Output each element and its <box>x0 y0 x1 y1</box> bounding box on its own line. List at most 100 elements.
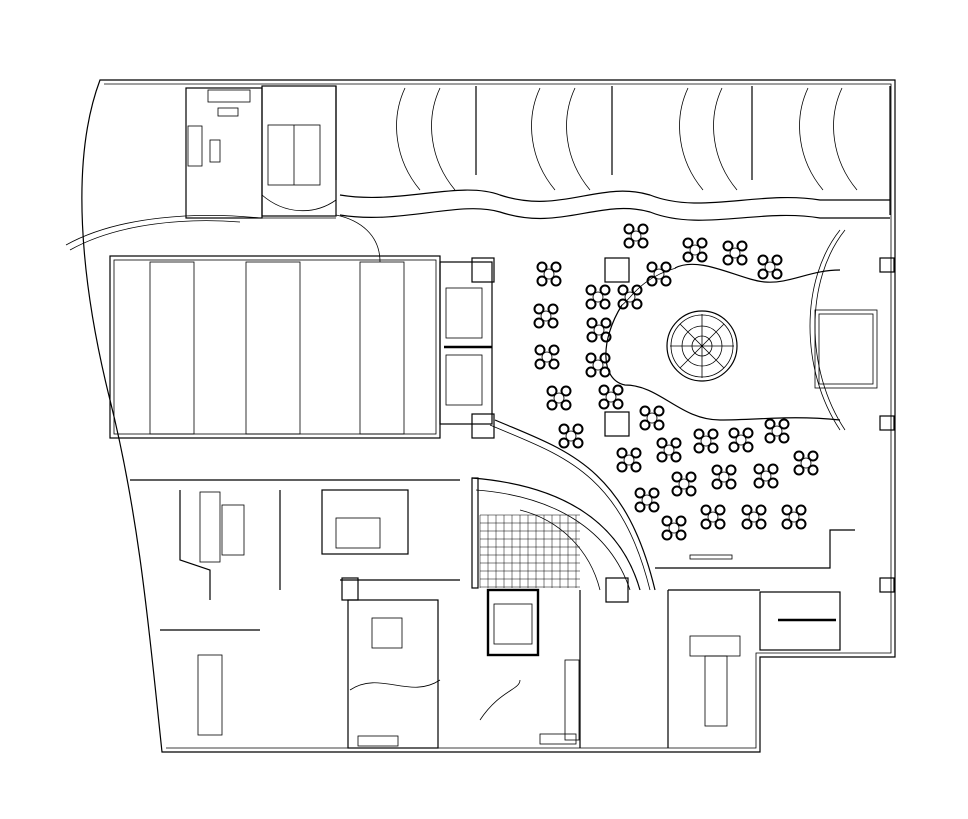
table-with-chairs <box>598 384 624 410</box>
table-with-chairs <box>722 240 748 266</box>
chair <box>722 254 734 266</box>
chair <box>653 419 665 431</box>
chair <box>623 237 635 249</box>
chair <box>598 398 610 410</box>
chair <box>682 251 694 263</box>
chair <box>675 515 687 527</box>
chair <box>548 358 560 370</box>
chair <box>572 437 584 449</box>
chair <box>793 464 805 476</box>
chair <box>558 423 570 435</box>
chair <box>753 463 765 475</box>
chair <box>671 471 683 483</box>
chair <box>534 344 546 356</box>
table-with-chairs <box>661 515 687 541</box>
chair <box>630 447 642 459</box>
chair <box>653 405 665 417</box>
chair <box>631 284 643 296</box>
chair <box>781 518 793 530</box>
chair <box>533 317 545 329</box>
chair <box>599 352 611 364</box>
table-with-chairs <box>753 463 779 489</box>
chair <box>656 437 668 449</box>
chair <box>767 463 779 475</box>
chair <box>637 237 649 249</box>
dining-tables <box>533 223 819 541</box>
chair <box>700 504 712 516</box>
chair <box>682 237 694 249</box>
chair <box>807 464 819 476</box>
table-with-chairs <box>646 261 672 287</box>
dining-hall <box>489 223 878 591</box>
staircase-east <box>759 591 841 651</box>
table-with-chairs <box>534 344 560 370</box>
chair <box>599 366 611 378</box>
table-with-chairs <box>757 254 783 280</box>
chair <box>600 331 612 343</box>
chair <box>560 399 572 411</box>
chair <box>807 450 819 462</box>
chair <box>599 284 611 296</box>
chair <box>685 485 697 497</box>
chair <box>585 352 597 364</box>
table-with-chairs <box>656 437 682 463</box>
chair <box>764 418 776 430</box>
chair <box>728 427 740 439</box>
chair <box>696 251 708 263</box>
chair <box>670 437 682 449</box>
chair <box>660 261 672 273</box>
table-with-chairs <box>764 418 790 444</box>
chair <box>670 451 682 463</box>
exterior-walls <box>65 79 896 753</box>
upper-left-rooms <box>185 85 337 219</box>
table-with-chairs <box>536 261 562 287</box>
chair <box>546 399 558 411</box>
chair <box>585 284 597 296</box>
table-with-chairs <box>585 352 611 378</box>
table-with-chairs <box>728 427 754 453</box>
chair <box>586 331 598 343</box>
chair <box>714 518 726 530</box>
chair <box>707 428 719 440</box>
staircase-north <box>267 124 321 186</box>
chair <box>656 451 668 463</box>
chair <box>675 529 687 541</box>
elevator-core <box>109 255 441 439</box>
chair <box>631 298 643 310</box>
chair <box>755 504 767 516</box>
chair <box>671 485 683 497</box>
chair <box>550 275 562 287</box>
table-with-chairs <box>693 428 719 454</box>
table-with-chairs <box>585 284 611 310</box>
chair <box>742 427 754 439</box>
chair <box>741 518 753 530</box>
chair <box>634 501 646 513</box>
chair <box>757 268 769 280</box>
chair <box>707 442 719 454</box>
table-with-chairs <box>711 464 737 490</box>
chair <box>742 441 754 453</box>
booth-seating <box>439 257 495 439</box>
chair <box>725 464 737 476</box>
chair <box>586 317 598 329</box>
chair <box>547 317 559 329</box>
chair <box>533 303 545 315</box>
table-with-chairs <box>671 471 697 497</box>
chair <box>646 275 658 287</box>
chair <box>661 515 673 527</box>
chair <box>623 223 635 235</box>
chair <box>736 240 748 252</box>
table-with-chairs <box>700 504 726 530</box>
chair <box>741 504 753 516</box>
chair <box>755 518 767 530</box>
chair <box>781 504 793 516</box>
columns <box>341 257 895 603</box>
central-rotunda <box>666 310 738 382</box>
chair <box>598 384 610 396</box>
table-with-chairs <box>623 223 649 249</box>
chair <box>648 487 660 499</box>
chair <box>612 398 624 410</box>
chair <box>753 477 765 489</box>
chair <box>696 237 708 249</box>
